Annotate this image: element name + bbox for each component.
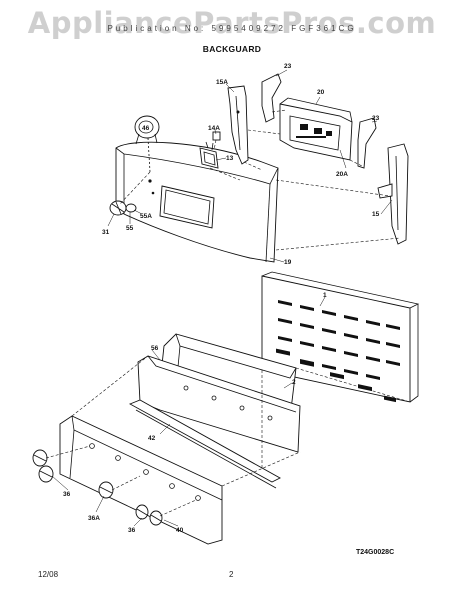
callout-23-right: 23 (372, 115, 380, 122)
callout-20a: 20A (336, 171, 348, 178)
part-20-control-board (279, 97, 353, 161)
part-19-control-panel (115, 141, 279, 263)
callout-19: 19 (284, 259, 292, 266)
part-23-clip-left (261, 73, 282, 123)
section-title: BACKGUARD (202, 44, 262, 54)
part-1-rear-cover (261, 271, 420, 403)
watermark: AppliancePartsPros.com (27, 6, 437, 40)
callout-leader-lines (51, 69, 393, 527)
assembly-guide-lines-lower (45, 355, 411, 517)
assembly-guide-lines-upper (119, 109, 401, 251)
callout-1: 1 (323, 292, 327, 299)
callout-13: 13 (226, 155, 234, 162)
callout-23: 23 (284, 63, 292, 70)
footer-date: 12/08 (38, 570, 59, 579)
part-14a-clip (212, 131, 221, 141)
callout-42: 42 (148, 435, 156, 442)
callout-20: 20 (317, 89, 325, 96)
part-15a-bracket (227, 85, 249, 165)
callout-36-left: 36 (63, 491, 71, 498)
part-31-knob (109, 200, 127, 216)
callout-36-bottom: 36 (128, 527, 136, 534)
part-23-clip-right (357, 117, 377, 169)
callout-14a: 14A (208, 125, 220, 132)
callout-15a: 15A (216, 79, 228, 86)
part-15-bracket (377, 143, 409, 245)
callout-31: 31 (102, 229, 110, 236)
callout-labels: 23 20 15A 46 14A 23 13 20A 15 55A 55 31 … (63, 63, 380, 534)
part-42-trim-strip (128, 399, 281, 489)
callout-15: 15 (372, 211, 380, 218)
publication-header: Publication No: 5995409272 FGF361CG (107, 24, 357, 33)
diagram-code: T24G0028C (356, 549, 395, 556)
part-36-knobs (32, 449, 163, 526)
part-55-spring (125, 203, 137, 213)
callout-2: 2 (292, 379, 296, 386)
callout-56: 56 (151, 345, 159, 352)
part-46-knob (134, 115, 160, 173)
part-13-switch (199, 141, 219, 169)
callout-36a: 36A (88, 515, 100, 522)
callout-46: 46 (142, 125, 150, 132)
callout-55a: 55A (140, 213, 152, 220)
callout-40: 40 (176, 527, 184, 534)
footer-page-number: 2 (229, 570, 234, 579)
callout-55: 55 (126, 225, 134, 232)
